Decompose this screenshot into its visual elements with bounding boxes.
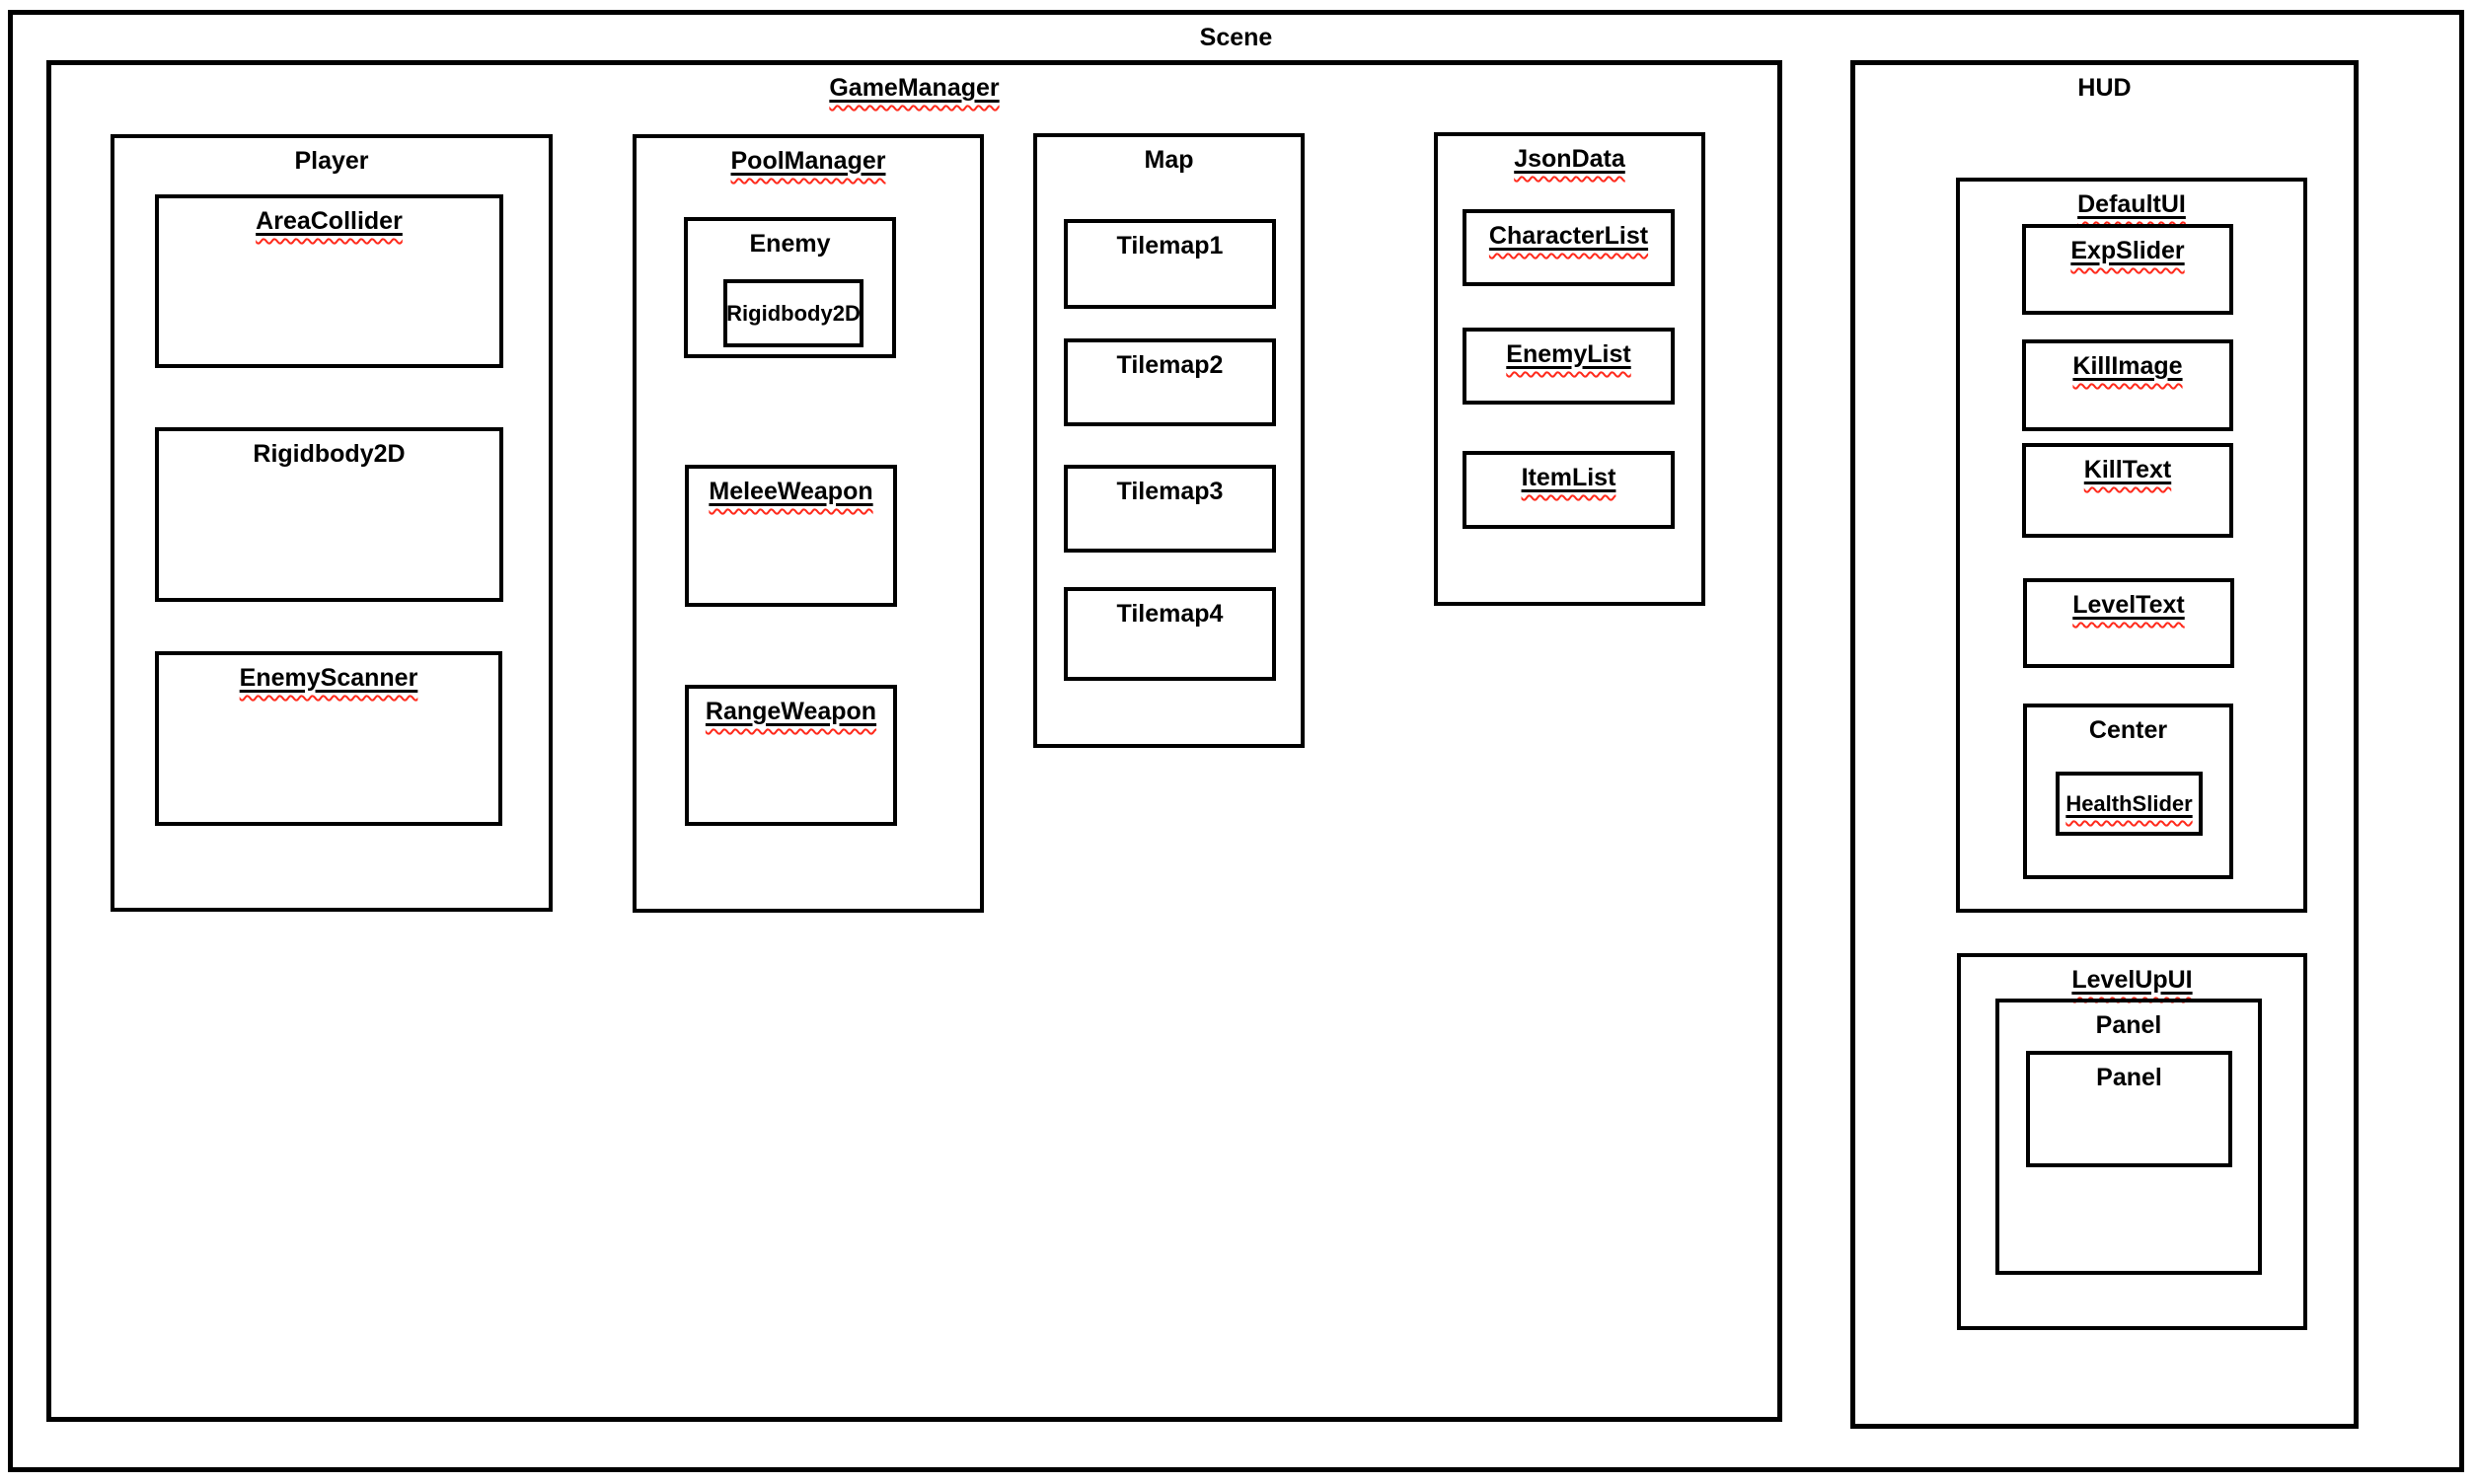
level-up-ui-label: LevelUpUI (2071, 966, 2193, 994)
enemy-label: Enemy (749, 230, 831, 258)
enemy-scanner-label: EnemyScanner (239, 664, 418, 692)
hud-box: HUD (1850, 60, 2359, 1429)
player-rigidbody2d-label: Rigidbody2D (253, 440, 406, 468)
level-text-box: LevelText (2023, 578, 2234, 668)
level-up-ui-box: LevelUpUI (1957, 953, 2307, 1330)
health-slider-label: HealthSlider (2065, 790, 2193, 816)
tilemap3-label: Tilemap3 (1116, 478, 1224, 505)
tilemap3-box: Tilemap3 (1064, 465, 1276, 553)
json-data-label: JsonData (1514, 145, 1625, 173)
character-list-box: CharacterList (1463, 209, 1675, 286)
kill-image-box: KillImage (2022, 339, 2233, 431)
hud-label: HUD (2077, 74, 2132, 102)
scene-label: Scene (1199, 24, 1273, 51)
pool-manager-label: PoolManager (730, 147, 886, 175)
kill-text-label: KillText (2083, 456, 2172, 483)
tilemap4-box: Tilemap4 (1064, 587, 1276, 681)
enemy-list-label: EnemyList (1506, 340, 1631, 368)
exp-slider-label: ExpSlider (2070, 237, 2185, 264)
map-box: Map (1033, 133, 1305, 748)
tilemap2-box: Tilemap2 (1064, 338, 1276, 426)
default-ui-label: DefaultUI (2077, 190, 2186, 218)
tilemap1-box: Tilemap1 (1064, 219, 1276, 309)
melee-weapon-label: MeleeWeapon (709, 478, 873, 505)
kill-image-label: KillImage (2072, 352, 2183, 380)
map-label: Map (1144, 146, 1194, 174)
enemy-box: Enemy (684, 217, 896, 358)
inner-panel-box: Panel (2026, 1051, 2232, 1167)
center-box: Center (2023, 704, 2233, 879)
player-rigidbody2d-box: Rigidbody2D (155, 427, 503, 602)
enemy-scanner-box: EnemyScanner (155, 651, 502, 826)
tilemap2-label: Tilemap2 (1116, 351, 1224, 379)
panel-box: Panel (1995, 999, 2262, 1275)
game-manager-box: GameManager (46, 60, 1782, 1422)
pool-manager-box: PoolManager (633, 134, 984, 913)
tilemap1-label: Tilemap1 (1116, 232, 1224, 260)
json-data-box: JsonData (1434, 132, 1705, 606)
enemy-rigidbody2d-label: Rigidbody2D (726, 300, 861, 326)
game-manager-label: GameManager (829, 74, 1000, 102)
item-list-label: ItemList (1521, 464, 1616, 491)
scene-box: Scene (8, 10, 2464, 1472)
melee-weapon-box: MeleeWeapon (685, 465, 897, 607)
default-ui-box: DefaultUI (1956, 178, 2307, 913)
center-label: Center (2088, 716, 2168, 744)
level-text-label: LevelText (2072, 591, 2185, 619)
tilemap4-label: Tilemap4 (1116, 600, 1224, 628)
inner-panel-label: Panel (2096, 1064, 2162, 1091)
area-collider-box: AreaCollider (155, 194, 503, 368)
character-list-label: CharacterList (1488, 222, 1649, 250)
range-weapon-box: RangeWeapon (685, 685, 897, 826)
enemy-list-box: EnemyList (1463, 328, 1675, 405)
kill-text-box: KillText (2022, 443, 2233, 538)
health-slider-box: HealthSlider (2056, 772, 2203, 836)
panel-label: Panel (2095, 1011, 2162, 1039)
enemy-rigidbody2d-box: Rigidbody2D (723, 279, 863, 347)
range-weapon-label: RangeWeapon (705, 698, 877, 725)
area-collider-label: AreaCollider (256, 207, 403, 235)
item-list-box: ItemList (1463, 451, 1675, 529)
exp-slider-box: ExpSlider (2022, 224, 2233, 315)
player-box: Player (111, 134, 553, 912)
player-label: Player (294, 147, 369, 175)
